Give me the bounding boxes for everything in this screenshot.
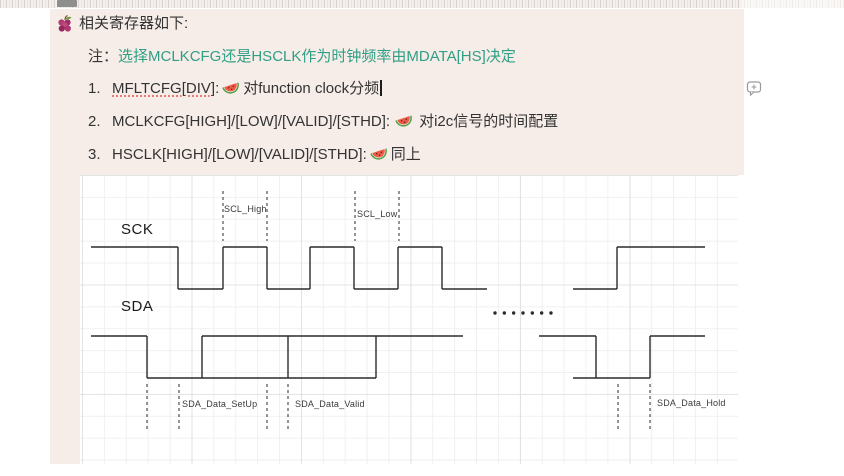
- watermelon-icon: [394, 112, 414, 129]
- signal-label-sck: SCK: [121, 221, 154, 238]
- register-name: MCLKCFG[HIGH]/[LOW]/[VALID]/[STHD]:: [112, 113, 391, 130]
- item-desc: 对i2c信号的时间配置: [419, 113, 559, 130]
- list-item: 1. MFLTCFG[DIV]: 对function clock分频: [88, 78, 382, 100]
- watermelon-icon: [221, 79, 241, 96]
- list-item: 2. MCLKCFG[HIGH]/[LOW]/[VALID]/[STHD]: 对i…: [88, 111, 558, 133]
- annotation-sda-data-valid: SDA_Data_Valid: [295, 399, 365, 409]
- register-name: MFLTCFG[DIV]: [112, 80, 216, 97]
- register-name: HSCLK[HIGH]/[LOW]/[VALID]/[STHD]:: [112, 146, 367, 163]
- section-header-text: 相关寄存器如下:: [79, 15, 189, 32]
- item-desc: 同上: [390, 146, 421, 163]
- previous-block-fragment: [57, 0, 77, 7]
- list-item: 3. HSCLK[HIGH]/[LOW]/[VALID]/[STHD]: 同上: [88, 144, 421, 166]
- timing-diagram-image[interactable]: SCK SDA SCL_High SCL_Low SDA_Data_SetUp …: [80, 175, 744, 464]
- list-number: 2.: [88, 113, 101, 130]
- note-text: 选择MCLKCFG还是HSCLK作为时钟频率由MDATA[HS]决定: [118, 48, 516, 65]
- previous-block-edge-fade: [741, 0, 844, 8]
- diagram-grid: [80, 175, 738, 464]
- annotation-sda-data-hold: SDA_Data_Hold: [657, 398, 726, 408]
- annotation-sda-data-setup: SDA_Data_SetUp: [182, 399, 258, 409]
- colon: :: [215, 80, 220, 97]
- annotation-scl-high: SCL_High: [224, 204, 267, 214]
- note-prefix: 注：: [88, 48, 119, 65]
- section-header: 相关寄存器如下:: [55, 13, 188, 35]
- watermelon-icon: [369, 145, 389, 162]
- add-comment-button[interactable]: [746, 80, 764, 98]
- previous-block-edge: [0, 0, 844, 8]
- annotation-scl-low: SCL_Low: [357, 209, 398, 219]
- item-desc: 对function clock分频: [243, 80, 380, 97]
- text-cursor: [380, 80, 382, 96]
- note-line: 注：选择MCLKCFG还是HSCLK作为时钟频率由MDATA[HS]决定: [88, 46, 516, 68]
- grapes-icon: [55, 14, 75, 34]
- signal-label-sda: SDA: [121, 298, 154, 315]
- list-number: 1.: [88, 80, 101, 97]
- list-number: 3.: [88, 146, 101, 163]
- waveform-svg: [91, 191, 705, 432]
